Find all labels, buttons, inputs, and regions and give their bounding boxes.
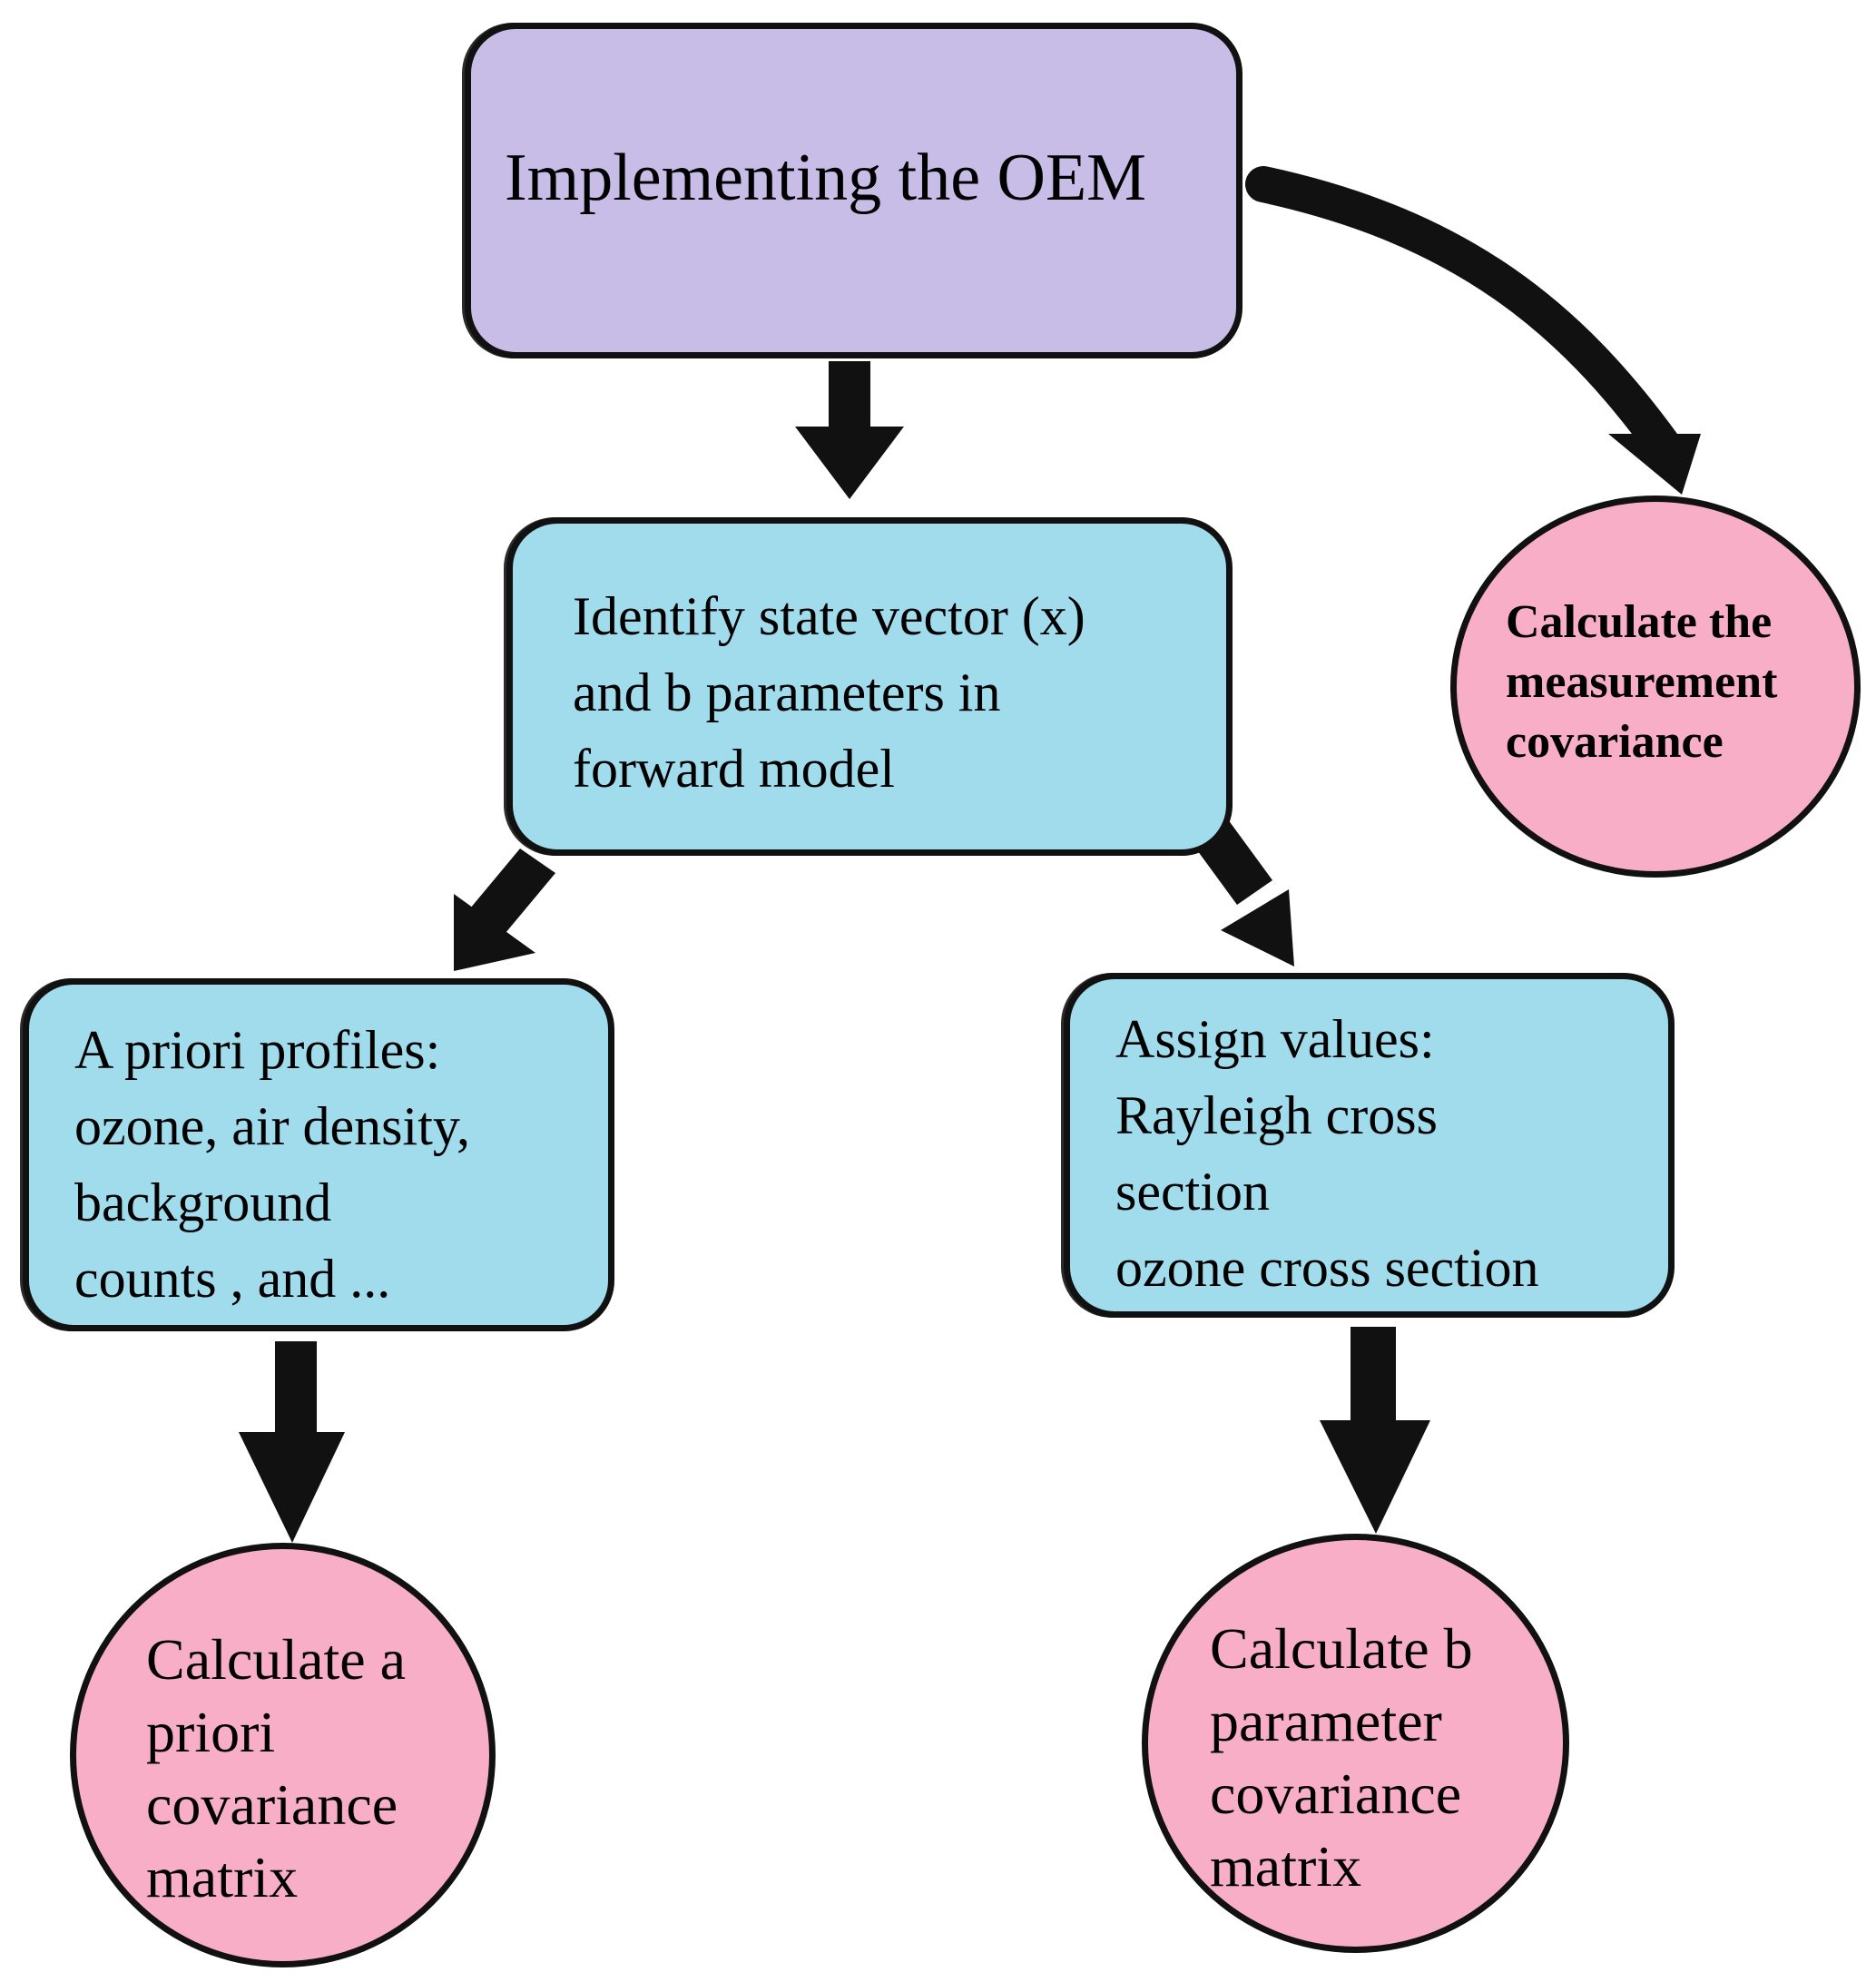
a-priori-covariance-label: Calculate a priori covariance matrix — [146, 1627, 407, 1909]
b-parameter-covariance-label: Calculate b parameter covariance matrix — [1210, 1616, 1473, 1899]
arrow-oem-to-measurement — [1245, 166, 1701, 495]
a-priori-profiles-label: A priori profiles: ozone, air density, b… — [74, 1020, 470, 1309]
implementing-oem-box: Implementing the OEM — [465, 23, 1242, 358]
arrow-apriori-to-cov — [239, 1341, 345, 1543]
identify-state-vector-label: Identify state vector (x) and b paramete… — [573, 586, 1085, 799]
arrow-oem-to-identify — [795, 361, 904, 499]
b-parameter-covariance-circle: Calculate b parameter covariance matrix — [1142, 1534, 1569, 1953]
arrow-assign-to-bcov — [1320, 1327, 1430, 1534]
assign-values-label: Assign values: Rayleigh cross section oz… — [1115, 1009, 1539, 1298]
assign-values-box: Assign values: Rayleigh cross section oz… — [1064, 973, 1675, 1318]
a-priori-covariance-circle: Calculate a priori covariance matrix — [70, 1543, 496, 1967]
identify-state-vector-box: Identify state vector (x) and b paramete… — [506, 517, 1233, 856]
measurement-covariance-label: Calculate the measurement covariance — [1506, 596, 1778, 768]
a-priori-profiles-box: A priori profiles: ozone, air density, b… — [23, 978, 614, 1331]
implementing-oem-label: Implementing the OEM — [505, 141, 1146, 215]
measurement-covariance-circle: Calculate the measurement covariance — [1450, 496, 1861, 878]
arrow-identify-to-apriori — [454, 849, 555, 971]
